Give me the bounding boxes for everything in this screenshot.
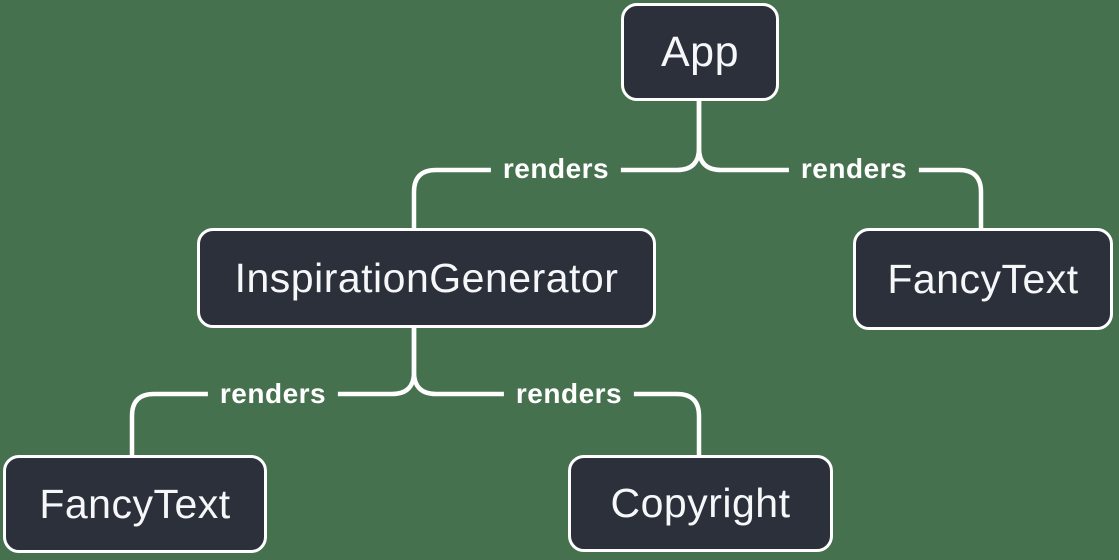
edge-label-renders-inspiration-copyright: renders bbox=[503, 376, 635, 412]
edge-label-renders-app-inspiration: renders bbox=[490, 151, 622, 187]
node-fancy-text-bottom-left-label: FancyText bbox=[39, 480, 231, 527]
node-fancy-text-top-right: FancyText bbox=[853, 228, 1113, 330]
node-inspiration-generator: InspirationGenerator bbox=[197, 228, 656, 328]
node-fancy-text-top-right-label: FancyText bbox=[887, 255, 1079, 302]
node-app-label: App bbox=[660, 27, 739, 76]
node-fancy-text-bottom-left: FancyText bbox=[3, 455, 267, 553]
node-app: App bbox=[621, 3, 779, 101]
node-inspiration-generator-label: InspirationGenerator bbox=[234, 254, 619, 301]
node-copyright-label: Copyright bbox=[610, 480, 791, 526]
node-copyright: Copyright bbox=[568, 455, 833, 552]
edge-label-renders-app-fancytext: renders bbox=[788, 151, 920, 187]
edge-label-renders-inspiration-fancytext: renders bbox=[207, 376, 339, 412]
